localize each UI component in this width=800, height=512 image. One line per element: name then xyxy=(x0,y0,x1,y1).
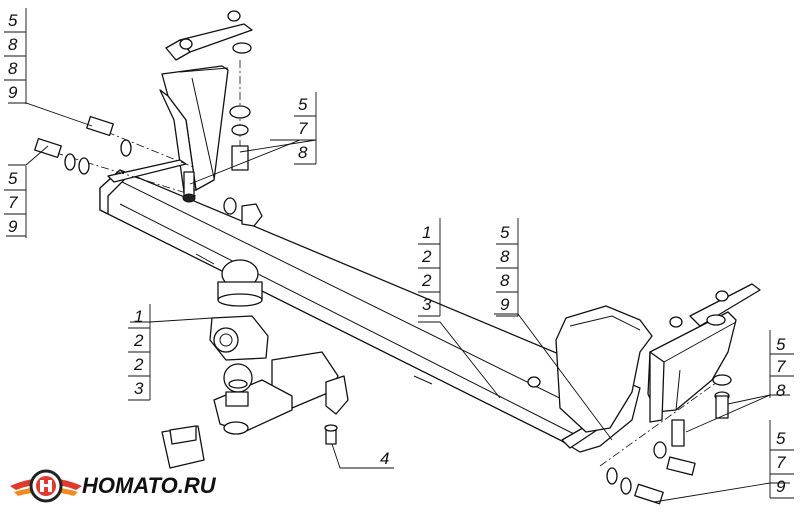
callout-label: 4 xyxy=(380,449,389,468)
callout-label: 7 xyxy=(298,119,308,138)
callout-label: 9 xyxy=(8,217,18,236)
callout-right-b: 5 7 9 xyxy=(769,420,794,499)
callout-label: 8 xyxy=(298,143,308,162)
callout-top-left-a: 5 8 8 9 xyxy=(4,8,27,104)
homato-logo: HOMATO.RU xyxy=(10,469,217,503)
callout-label: 5 xyxy=(776,335,786,354)
tow-ball-on-beam xyxy=(217,259,263,307)
callout-label: 8 xyxy=(500,271,510,290)
receiver-cover-cap xyxy=(161,425,205,469)
callout-label: 2 xyxy=(421,247,432,266)
callout-label: 3 xyxy=(422,295,432,314)
callout-label: 8 xyxy=(8,35,18,54)
callout-top-left-b: 5 7 9 xyxy=(4,166,27,238)
callout-label: 9 xyxy=(500,295,510,314)
callout-mid-center-b: 5 8 8 9 xyxy=(496,218,519,317)
callout-single-4: 4 xyxy=(380,449,389,468)
logo-emblem-icon xyxy=(10,469,82,503)
electrical-socket xyxy=(209,315,269,361)
callout-label: 2 xyxy=(133,355,144,374)
callout-label: 7 xyxy=(776,357,786,376)
left-mounting-bracket xyxy=(159,23,253,193)
callout-label: 5 xyxy=(298,95,308,114)
callout-label: 2 xyxy=(421,271,432,290)
hitch-assembly xyxy=(213,351,349,435)
callout-label: 9 xyxy=(8,83,18,102)
callout-mid-center-a: 1 2 2 3 xyxy=(418,218,441,317)
callout-mid-left: 1 2 2 3 xyxy=(128,304,151,401)
cross-beam xyxy=(99,159,641,453)
callout-label: 9 xyxy=(776,477,786,496)
callout-label: 1 xyxy=(134,307,143,326)
callout-label: 7 xyxy=(8,193,18,212)
callout-label: 5 xyxy=(8,169,18,188)
callout-label: 5 xyxy=(8,11,18,30)
callout-right-a: 5 7 8 xyxy=(769,330,794,400)
right-fasteners xyxy=(527,290,732,505)
callout-label: 7 xyxy=(776,453,786,472)
callout-label: 5 xyxy=(776,429,786,448)
bolt-part-4 xyxy=(324,424,338,445)
callout-label: 5 xyxy=(500,223,510,242)
callout-top-center: 5 7 8 xyxy=(294,92,317,165)
callout-label: 8 xyxy=(500,247,510,266)
callout-label: 2 xyxy=(133,331,144,350)
logo-text: HOMATO.RU xyxy=(82,473,217,498)
callout-label: 8 xyxy=(8,59,18,78)
leader-lines xyxy=(6,102,790,503)
callout-label: 1 xyxy=(422,223,431,242)
left-fasteners xyxy=(34,115,263,227)
right-mounting-bracket xyxy=(555,283,761,433)
callout-label: 8 xyxy=(776,381,786,400)
callout-label: 3 xyxy=(134,379,144,398)
